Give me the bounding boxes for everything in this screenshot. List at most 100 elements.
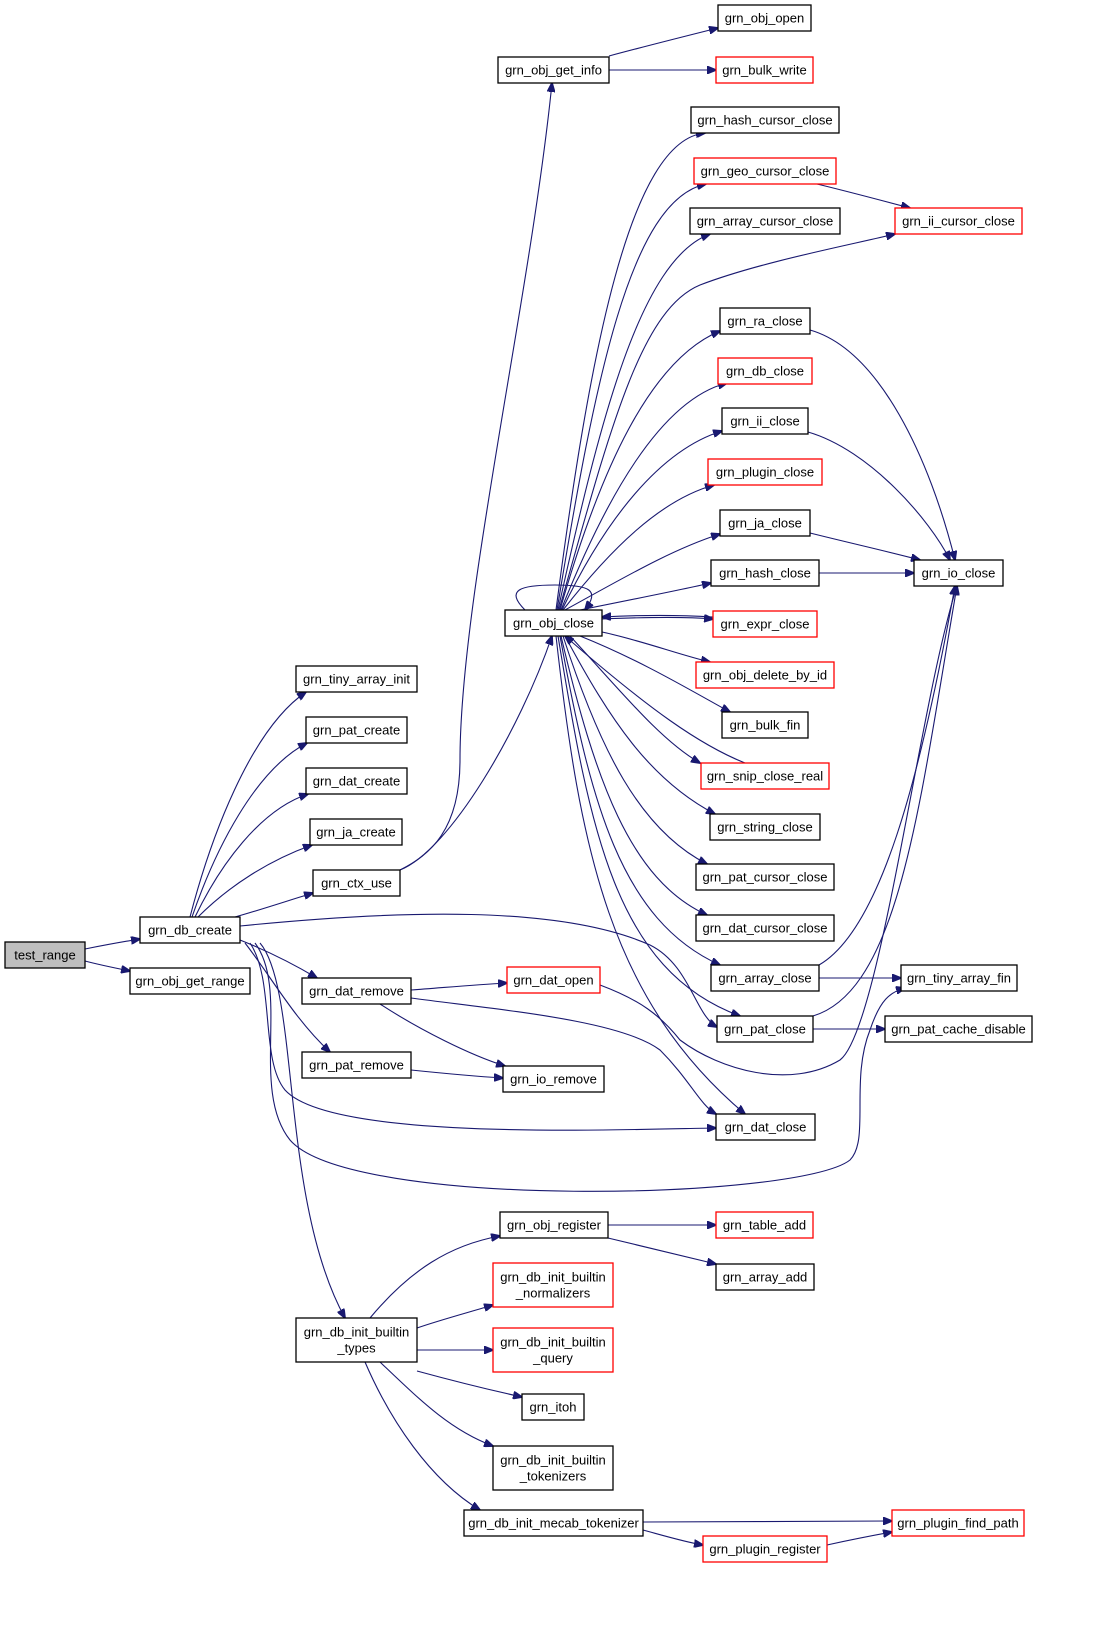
- node-box-grn_tiny_array_fin[interactable]: [900, 964, 1018, 992]
- node-grn_obj_open[interactable]: grn_obj_open: [717, 4, 812, 32]
- node-box-grn_db_init_builtin_normalizers[interactable]: [492, 1262, 614, 1308]
- node-box-grn_snip_close_real[interactable]: [700, 762, 830, 790]
- node-box-grn_bulk_fin[interactable]: [721, 711, 809, 739]
- node-box-grn_dat_close[interactable]: [715, 1113, 816, 1141]
- node-box-grn_ja_create[interactable]: [309, 818, 403, 846]
- node-box-grn_bulk_write[interactable]: [715, 56, 814, 84]
- node-grn_string_close[interactable]: grn_string_close: [709, 813, 821, 841]
- node-box-grn_ja_close[interactable]: [719, 509, 811, 537]
- node-grn_obj_delete_by_id[interactable]: grn_obj_delete_by_id: [695, 661, 835, 689]
- node-grn_pat_remove[interactable]: grn_pat_remove: [301, 1051, 412, 1079]
- node-grn_hash_cursor_close[interactable]: grn_hash_cursor_close: [690, 106, 840, 134]
- node-box-grn_obj_get_range[interactable]: [129, 967, 251, 995]
- node-grn_plugin_register[interactable]: grn_plugin_register: [702, 1535, 828, 1563]
- node-box-grn_obj_open[interactable]: [717, 4, 812, 32]
- node-box-grn_pat_cursor_close[interactable]: [695, 863, 835, 891]
- node-grn_db_init_builtin_types[interactable]: grn_db_init_builtin_types: [295, 1317, 418, 1363]
- node-box-grn_obj_delete_by_id[interactable]: [695, 661, 835, 689]
- node-box-grn_tiny_array_init[interactable]: [295, 665, 418, 693]
- node-box-grn_dat_create[interactable]: [305, 767, 408, 795]
- node-box-grn_ii_close[interactable]: [721, 407, 809, 435]
- node-box-grn_string_close[interactable]: [709, 813, 821, 841]
- node-grn_itoh[interactable]: grn_itoh: [521, 1393, 585, 1421]
- node-grn_dat_close[interactable]: grn_dat_close: [715, 1113, 816, 1141]
- node-box-grn_hash_cursor_close[interactable]: [690, 106, 840, 134]
- node-grn_tiny_array_fin[interactable]: grn_tiny_array_fin: [900, 964, 1018, 992]
- node-box-grn_geo_cursor_close[interactable]: [693, 157, 837, 185]
- node-grn_bulk_fin[interactable]: grn_bulk_fin: [721, 711, 809, 739]
- node-box-grn_db_close[interactable]: [717, 357, 813, 385]
- node-box-grn_table_add[interactable]: [715, 1211, 814, 1239]
- node-grn_bulk_write[interactable]: grn_bulk_write: [715, 56, 814, 84]
- node-box-grn_array_add[interactable]: [715, 1263, 815, 1291]
- node-box-grn_obj_close[interactable]: [504, 609, 603, 637]
- node-grn_dat_open[interactable]: grn_dat_open: [506, 966, 601, 994]
- node-grn_snip_close_real[interactable]: grn_snip_close_real: [700, 762, 830, 790]
- node-box-grn_dat_cursor_close[interactable]: [695, 914, 835, 942]
- node-grn_ctx_use[interactable]: grn_ctx_use: [312, 869, 401, 897]
- node-box-grn_db_create[interactable]: [139, 916, 241, 944]
- node-box-grn_db_init_mecab_tokenizer[interactable]: [463, 1509, 644, 1537]
- node-box-grn_dat_open[interactable]: [506, 966, 601, 994]
- node-grn_dat_remove[interactable]: grn_dat_remove: [301, 977, 412, 1005]
- node-grn_io_remove[interactable]: grn_io_remove: [502, 1065, 605, 1093]
- node-box-grn_obj_register[interactable]: [499, 1211, 609, 1239]
- node-box-grn_ii_cursor_close[interactable]: [894, 207, 1023, 235]
- node-grn_ra_close[interactable]: grn_ra_close: [719, 307, 811, 335]
- node-box-grn_db_init_builtin_query[interactable]: [492, 1327, 614, 1373]
- node-box-grn_hash_close[interactable]: [710, 559, 820, 587]
- node-box-grn_ra_close[interactable]: [719, 307, 811, 335]
- node-grn_db_init_builtin_query[interactable]: grn_db_init_builtin_query: [492, 1327, 614, 1373]
- node-test_range[interactable]: test_range: [4, 941, 86, 969]
- node-grn_obj_get_info[interactable]: grn_obj_get_info: [497, 56, 610, 84]
- node-box-grn_db_init_builtin_tokenizers[interactable]: [492, 1445, 614, 1491]
- node-box-grn_io_remove[interactable]: [502, 1065, 605, 1093]
- node-box-grn_plugin_register[interactable]: [702, 1535, 828, 1563]
- node-box-grn_pat_close[interactable]: [716, 1015, 814, 1043]
- node-box-grn_db_init_builtin_types[interactable]: [295, 1317, 418, 1363]
- node-grn_table_add[interactable]: grn_table_add: [715, 1211, 814, 1239]
- node-grn_ja_close[interactable]: grn_ja_close: [719, 509, 811, 537]
- node-grn_array_add[interactable]: grn_array_add: [715, 1263, 815, 1291]
- node-grn_obj_register[interactable]: grn_obj_register: [499, 1211, 609, 1239]
- node-grn_expr_close[interactable]: grn_expr_close: [712, 610, 818, 638]
- node-box-grn_dat_remove[interactable]: [301, 977, 412, 1005]
- node-box-grn_plugin_find_path[interactable]: [891, 1509, 1025, 1537]
- node-grn_ja_create[interactable]: grn_ja_create: [309, 818, 403, 846]
- node-grn_db_init_builtin_tokenizers[interactable]: grn_db_init_builtin_tokenizers: [492, 1445, 614, 1491]
- node-box-grn_ctx_use[interactable]: [312, 869, 401, 897]
- node-grn_ii_close[interactable]: grn_ii_close: [721, 407, 809, 435]
- node-box-grn_itoh[interactable]: [521, 1393, 585, 1421]
- node-box-grn_plugin_close[interactable]: [707, 458, 823, 486]
- node-grn_array_close[interactable]: grn_array_close: [710, 964, 820, 992]
- node-grn_io_close[interactable]: grn_io_close: [913, 559, 1004, 587]
- node-grn_tiny_array_init[interactable]: grn_tiny_array_init: [295, 665, 418, 693]
- node-grn_db_init_builtin_normalizers[interactable]: grn_db_init_builtin_normalizers: [492, 1262, 614, 1308]
- node-grn_dat_create[interactable]: grn_dat_create: [305, 767, 408, 795]
- node-grn_geo_cursor_close[interactable]: grn_geo_cursor_close: [693, 157, 837, 185]
- node-grn_pat_close[interactable]: grn_pat_close: [716, 1015, 814, 1043]
- node-box-grn_array_close[interactable]: [710, 964, 820, 992]
- node-grn_dat_cursor_close[interactable]: grn_dat_cursor_close: [695, 914, 835, 942]
- node-grn_plugin_find_path[interactable]: grn_plugin_find_path: [891, 1509, 1025, 1537]
- node-box-grn_io_close[interactable]: [913, 559, 1004, 587]
- node-grn_db_init_mecab_tokenizer[interactable]: grn_db_init_mecab_tokenizer: [463, 1509, 644, 1537]
- node-grn_ii_cursor_close[interactable]: grn_ii_cursor_close: [894, 207, 1023, 235]
- node-box-grn_obj_get_info[interactable]: [497, 56, 610, 84]
- node-box-grn_pat_create[interactable]: [305, 716, 408, 744]
- node-grn_db_close[interactable]: grn_db_close: [717, 357, 813, 385]
- node-box-grn_array_cursor_close[interactable]: [689, 207, 841, 235]
- node-box-grn_pat_remove[interactable]: [301, 1051, 412, 1079]
- node-grn_hash_close[interactable]: grn_hash_close: [710, 559, 820, 587]
- node-grn_db_create[interactable]: grn_db_create: [139, 916, 241, 944]
- node-grn_pat_cache_disable[interactable]: grn_pat_cache_disable: [884, 1015, 1033, 1043]
- node-grn_plugin_close[interactable]: grn_plugin_close: [707, 458, 823, 486]
- node-box-test_range[interactable]: [4, 941, 86, 969]
- node-grn_pat_cursor_close[interactable]: grn_pat_cursor_close: [695, 863, 835, 891]
- node-grn_obj_get_range[interactable]: grn_obj_get_range: [129, 967, 251, 995]
- node-grn_pat_create[interactable]: grn_pat_create: [305, 716, 408, 744]
- node-grn_obj_close[interactable]: grn_obj_close: [504, 609, 603, 637]
- node-grn_array_cursor_close[interactable]: grn_array_cursor_close: [689, 207, 841, 235]
- node-box-grn_pat_cache_disable[interactable]: [884, 1015, 1033, 1043]
- node-box-grn_expr_close[interactable]: [712, 610, 818, 638]
